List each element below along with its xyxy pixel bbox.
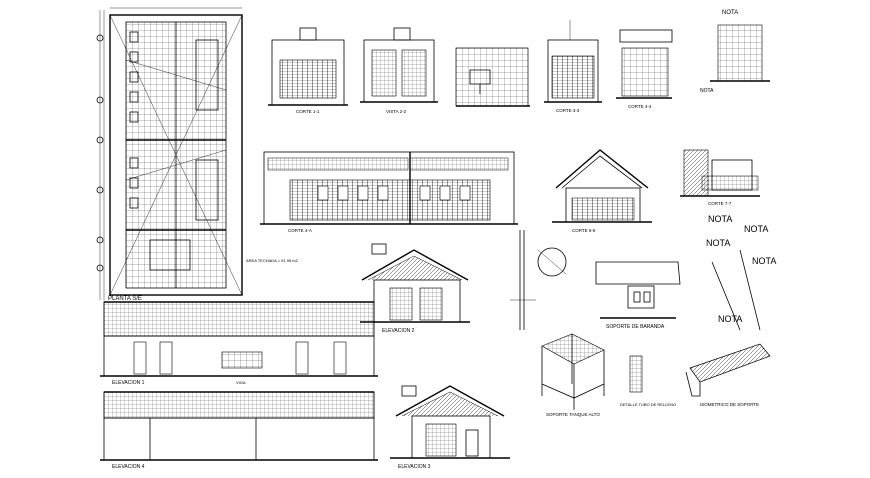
nota-label-5: NOTA [706,238,730,248]
isometrico-soporte: ISOMETRICO DE SOPORTE [685,343,771,407]
nota-label-1: NOTA [722,10,738,16]
corte-5-5: CORTE 5-5 [552,149,652,233]
nota-label-7: NOTA [718,314,742,324]
corte-3-3-label: CORTE 3-3 [556,108,580,113]
elevacion-1-label: ELEVACION 1 [112,380,145,386]
corte-4-a-label: CORTE 4-A [288,228,312,233]
elevacion-2-label: ELEVACION 2 [382,328,415,334]
detalle-inodoro [455,47,530,107]
floor-plan: PLANTA S/E AREA TECHADA = 91.95 m2 [96,7,299,302]
elevacion-3: ELEVACION 3 [390,385,510,470]
corte-4-4: CORTE 4-4 [616,29,673,109]
pipe-detail [510,230,567,330]
soporte-tanque-alto: SOPORTE TANQUE ALTO [541,333,605,417]
corte-4-4-label: CORTE 4-4 [628,104,652,109]
soporte-tanque-label: SOPORTE TANQUE ALTO [546,412,600,417]
detalle-tubo: DETALLE TUBO DE RELLENO [620,355,676,407]
corte-3-3: CORTE 3-3 [544,20,602,113]
corte-1-1: CORTE 1-1 [268,27,348,114]
vista-2-2: VISTA 2-2 [360,27,438,114]
nota-label-4: NOTA [744,224,768,234]
detalle-tubo-label: DETALLE TUBO DE RELLENO [620,402,676,407]
nota-stack: NOTA NOTA NOTA NOTA NOTA [706,214,776,331]
corte-4-a: CORTE 4-A [260,151,518,233]
elevacion-4-label: ELEVACION 4 [112,464,145,470]
vista-2-2-label: VISTA 2-2 [386,109,407,114]
area-note: AREA TECHADA = 91.95 m2 [246,258,299,263]
corte-1-1-label: CORTE 1-1 [296,109,320,114]
soporte-baranda: SOPORTE DE BARANDA [595,261,681,330]
corte-5-5-label: CORTE 5-5 [572,228,596,233]
nota-label-6: NOTA [752,256,776,266]
corte-7-7: CORTE 7-7 [680,149,760,206]
nota-detail-top: NOTA NOTA [700,10,770,94]
corte-7-7-label: CORTE 7-7 [708,201,732,206]
elevacion-1: ELEVACION 1 VIGA [100,301,378,386]
isometrico-label: ISOMETRICO DE SOPORTE [700,402,759,407]
viga-label: VIGA [236,380,246,385]
soporte-baranda-label: SOPORTE DE BARANDA [606,324,665,330]
elevacion-2: ELEVACION 2 [360,243,470,334]
elevacion-3-label: ELEVACION 3 [398,464,431,470]
plan-title: PLANTA S/E [108,296,142,302]
nota-label-2: NOTA [700,88,714,94]
elevacion-4: ELEVACION 4 [100,391,378,470]
nota-label-3: NOTA [708,214,732,224]
